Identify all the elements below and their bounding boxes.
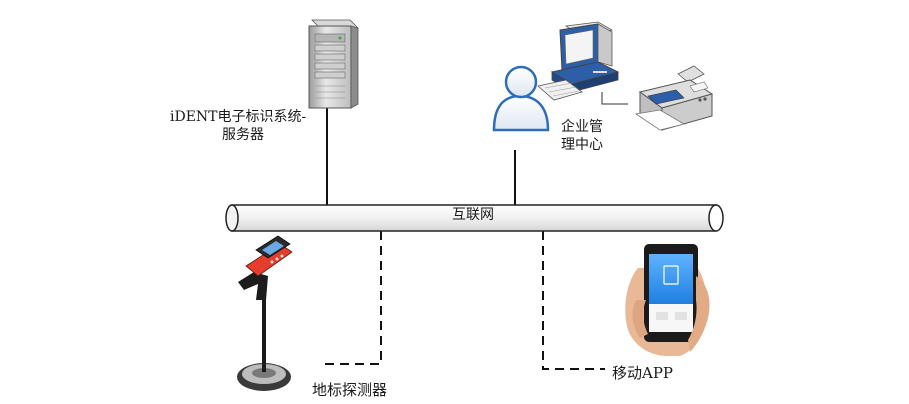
- computer-fax-cable: [601, 92, 628, 105]
- management-label-line1: 企业管: [561, 119, 603, 135]
- server-tower-icon: [308, 19, 359, 109]
- phone-in-hand-icon: [625, 244, 710, 356]
- user-icon: [492, 65, 550, 132]
- handheld-detector-icon: [237, 235, 293, 391]
- mobile-app-label: 移动APP: [612, 364, 674, 382]
- server-label-line2: 服务器: [222, 127, 264, 143]
- computer-icon: [537, 21, 620, 101]
- detector-label: 地标探测器: [312, 381, 388, 399]
- management-center-label: 企业管 理中心: [561, 118, 603, 154]
- fax-printer-icon: [634, 65, 714, 131]
- server-label-line1: iDENT电子标识系统-: [170, 109, 307, 125]
- app-connection-line: [542, 231, 605, 370]
- internet-pipe: [225, 204, 724, 232]
- internet-label: 互联网: [452, 207, 494, 223]
- management-label-line2: 理中心: [561, 137, 603, 153]
- server-label: iDENT电子标识系统- 服务器: [170, 108, 306, 144]
- detector-connection-line: [320, 231, 382, 365]
